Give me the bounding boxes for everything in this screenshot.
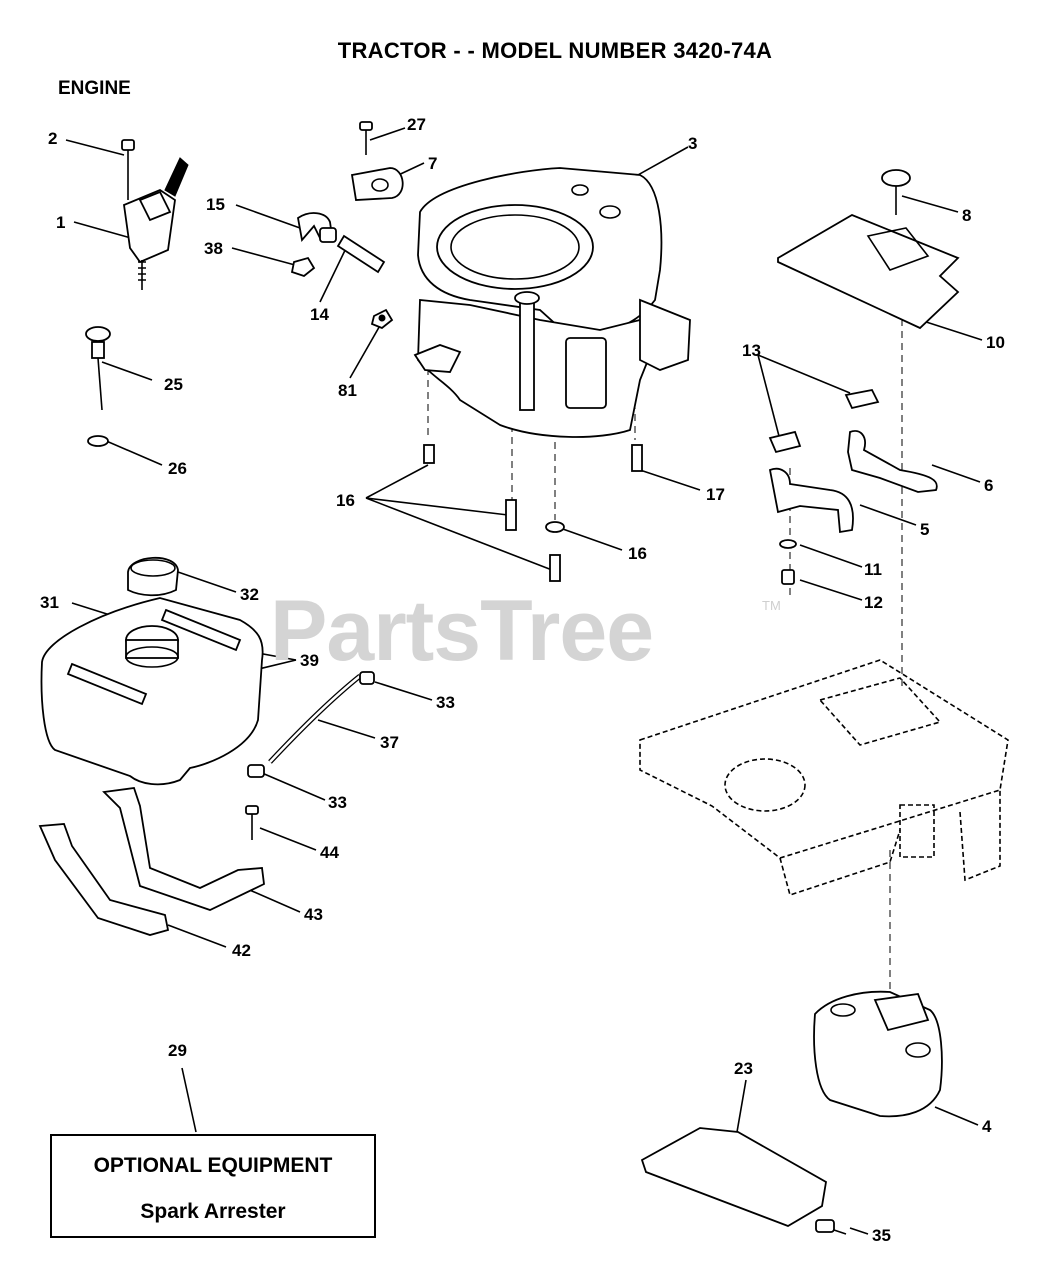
optional-equipment-heading: OPTIONAL EQUIPMENT xyxy=(93,1154,333,1177)
callout-42: 42 xyxy=(232,941,251,960)
muffler xyxy=(813,990,943,1118)
heat-shield xyxy=(777,169,960,330)
callout-25: 25 xyxy=(164,375,183,394)
callout-12: 12 xyxy=(864,593,883,612)
dipstick xyxy=(85,326,111,447)
callout-14: 14 xyxy=(310,305,329,324)
callout-17b: 17 xyxy=(706,485,725,504)
callout-33a: 33 xyxy=(436,693,455,712)
callout-10: 10 xyxy=(986,333,1005,352)
fuel-tank xyxy=(40,556,264,786)
callout-4: 4 xyxy=(982,1117,992,1136)
callout-29: 29 xyxy=(168,1041,187,1060)
callout-17a: 16 xyxy=(336,491,355,510)
callout-8: 8 xyxy=(962,206,972,225)
engine xyxy=(413,167,691,438)
bolts xyxy=(423,444,643,582)
throttle-control xyxy=(121,139,189,290)
callout-13: 13 xyxy=(742,341,761,360)
fuel-line xyxy=(247,671,375,778)
watermark: PartsTree xyxy=(270,583,654,679)
callout-16: 16 xyxy=(628,544,647,563)
callout-23: 23 xyxy=(734,1059,753,1078)
callout-15: 15 xyxy=(206,195,225,214)
callout-1: 1 xyxy=(56,213,66,232)
callout-43: 43 xyxy=(304,905,323,924)
callout-26: 26 xyxy=(168,459,187,478)
trademark: TM xyxy=(762,598,781,613)
callout-33b: 33 xyxy=(328,793,347,812)
callout-3: 3 xyxy=(688,134,698,153)
callout-44: 44 xyxy=(320,843,339,862)
callout-31: 31 xyxy=(40,593,59,612)
callout-38: 38 xyxy=(204,239,223,258)
callout-5: 5 xyxy=(920,520,930,539)
callout-7: 7 xyxy=(428,154,438,173)
callout-2: 2 xyxy=(48,129,58,148)
callout-27: 27 xyxy=(407,115,426,134)
leader-lines xyxy=(65,127,983,1235)
guard xyxy=(640,1127,847,1235)
fittings xyxy=(290,212,394,330)
exhaust-pipes xyxy=(768,388,938,585)
callout-37: 37 xyxy=(380,733,399,752)
frame xyxy=(639,659,1009,897)
callout-11: 11 xyxy=(864,560,882,579)
page-title: TRACTOR - - MODEL NUMBER 3420-74A xyxy=(337,38,773,63)
section-heading: ENGINE xyxy=(58,78,131,99)
optional-equipment-box: OPTIONAL EQUIPMENT Spark Arrester xyxy=(50,1134,376,1238)
callout-6: 6 xyxy=(984,476,994,495)
clamp xyxy=(350,121,404,201)
callout-81: 81 xyxy=(338,381,357,400)
callout-39: 39 xyxy=(300,651,319,670)
callout-32: 32 xyxy=(240,585,259,604)
callout-35: 35 xyxy=(872,1226,891,1245)
optional-equipment-item: Spark Arrester xyxy=(140,1200,286,1223)
tank-brackets xyxy=(38,787,265,936)
